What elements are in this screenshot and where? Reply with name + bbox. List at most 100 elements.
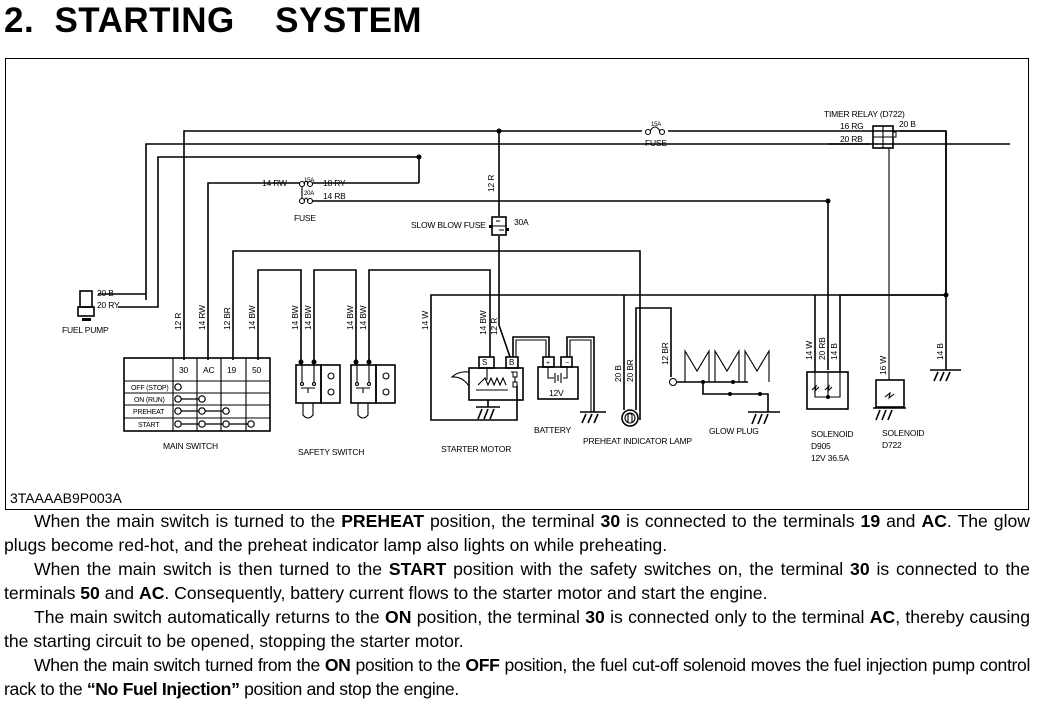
body-text: and <box>99 583 139 603</box>
terminal-label: + <box>546 360 550 367</box>
starting-system-wiring-diagram: 20 B 20 RY FUEL PUMP 15A 20A 14 RW 18 RY… <box>62 109 1010 463</box>
emphasis-text: 30 <box>600 511 621 531</box>
paragraph-preheat: When the main switch is turned to the PR… <box>4 509 1030 557</box>
wire-label: 14 BW <box>247 305 257 330</box>
emphasis-text: 30 <box>585 607 605 627</box>
fuel-pump-label: FUEL PUMP <box>62 325 109 335</box>
battery-voltage-label: 12V <box>549 388 564 398</box>
paragraph-on: The main switch automatically returns to… <box>4 605 1030 653</box>
cable-battery-minus <box>566 336 595 412</box>
wire-glow-ground <box>702 380 769 412</box>
wire-label: 14 BW <box>478 310 488 335</box>
wire-label: 20 B <box>613 365 623 382</box>
preheat-indicator-lamp-icon <box>621 409 639 427</box>
wire-label: 20 RB <box>817 337 827 360</box>
wire-label: 14 BW <box>345 305 355 330</box>
emphasis-text: START <box>388 559 447 579</box>
position-label: OFF (STOP) <box>131 385 169 392</box>
body-text: When the main switch turned from the <box>34 655 325 675</box>
solenoid-model: D905 <box>811 441 831 451</box>
contact-point <box>174 383 182 391</box>
position-label: START <box>138 422 160 429</box>
wire-label: 20 BR <box>625 359 635 382</box>
position-label: ON (RUN) <box>134 397 165 404</box>
body-text: When the main switch is turned to the <box>34 511 342 531</box>
terminal-label: AC <box>203 365 214 375</box>
main-switch-contacts <box>174 383 255 428</box>
wire-label: 14 BW <box>290 305 300 330</box>
body-text: position and stop the engine. <box>239 679 459 699</box>
contact-point <box>198 420 206 428</box>
slow-blow-fuse-label: SLOW BLOW FUSE <box>411 220 486 230</box>
wire-14w-lower <box>430 385 518 421</box>
emphasis-text: 50 <box>80 583 100 603</box>
safety-switch-icon <box>295 364 396 419</box>
body-text: . The glow plugs become red-hot, and the… <box>4 511 1030 555</box>
body-text: . Consequently, battery current flows to… <box>164 583 768 603</box>
body-text: position, the terminal <box>423 511 601 531</box>
wire-12br-19 <box>232 250 641 420</box>
terminal-label: 19 <box>227 365 237 375</box>
fuse-top-rating: 15A <box>651 122 661 128</box>
contact-point <box>174 395 182 403</box>
glow-plug-icon <box>668 349 780 425</box>
emphasis-text: AC <box>921 511 947 531</box>
terminal-label: 50 <box>252 365 262 375</box>
emphasis-text: AC <box>138 583 165 603</box>
wire-label: 20 RB <box>840 134 863 144</box>
position-label: PREHEAT <box>133 409 165 416</box>
contact-point <box>247 420 255 428</box>
ground-icon <box>930 369 961 382</box>
fuse-label: FUSE <box>294 213 316 223</box>
body-text: is connected to the terminals <box>4 559 1030 603</box>
solenoid-d905-icon <box>806 371 849 410</box>
wire-14bw-50 <box>257 269 302 362</box>
wire-label: 14 B <box>829 343 839 360</box>
body-text: is connected only to the terminal <box>604 607 870 627</box>
figure-id: 3TAAAAB9P003A <box>10 490 122 506</box>
junction-dots <box>298 128 949 399</box>
wire-14b-solenoid <box>839 294 946 372</box>
main-switch-table <box>123 357 271 432</box>
wire-label: 20 RY <box>97 300 120 310</box>
contact-point <box>198 395 206 403</box>
battery-label: BATTERY <box>534 425 572 435</box>
section-title-text: STARTING SYSTEM <box>54 1 423 40</box>
fuel-pump-icon <box>77 290 95 321</box>
emphasis-text: ON <box>324 655 351 675</box>
wire-14bw-ss-link <box>313 269 357 362</box>
solenoid-model: D722 <box>882 440 902 450</box>
slow-blow-fuse-rating: 30A <box>514 217 529 227</box>
emphasis-text: 30 <box>850 559 870 579</box>
wire-12r-starter-b <box>498 236 511 358</box>
wire-label: 14 BW <box>358 305 368 330</box>
wire-label: 12 BR <box>222 307 232 330</box>
fuse-top-icon <box>642 126 668 136</box>
section-number: 2. <box>4 1 35 40</box>
timer-relay-label: TIMER RELAY (D722) <box>824 109 905 119</box>
wires <box>98 130 1010 421</box>
wire-label: 12 BR <box>660 342 670 365</box>
terminal-label: B <box>509 358 514 367</box>
fuse-rating: 20A <box>304 191 314 197</box>
starter-motor-label: STARTER MOTOR <box>441 444 511 454</box>
starter-motor-icon <box>450 356 524 420</box>
wire-label: 14 BW <box>303 305 313 330</box>
emphasis-text: OFF <box>465 655 500 675</box>
paragraph-start: When the main switch is then turned to t… <box>4 557 1030 605</box>
fuse-top-label: FUSE <box>645 138 667 148</box>
contact-point <box>174 407 182 415</box>
wiring-diagram-frame <box>5 58 1029 510</box>
wire-label: 20 B <box>97 288 114 298</box>
wire-label: 12 R <box>489 318 499 335</box>
contact-point <box>174 420 182 428</box>
paragraph-off: When the main switch turned from the ON … <box>4 653 1030 701</box>
wire-14w <box>430 294 946 400</box>
solenoid-label: SOLENOID <box>882 428 924 438</box>
wire-label: 12 R <box>486 175 496 192</box>
wire-label: 14 W <box>804 341 814 360</box>
slow-blow-fuse-icon <box>489 216 509 236</box>
fuse-rating: 15A <box>304 178 314 184</box>
wire-label: 16 W <box>878 356 888 375</box>
section-title: 2. STARTING SYSTEM <box>4 0 422 42</box>
